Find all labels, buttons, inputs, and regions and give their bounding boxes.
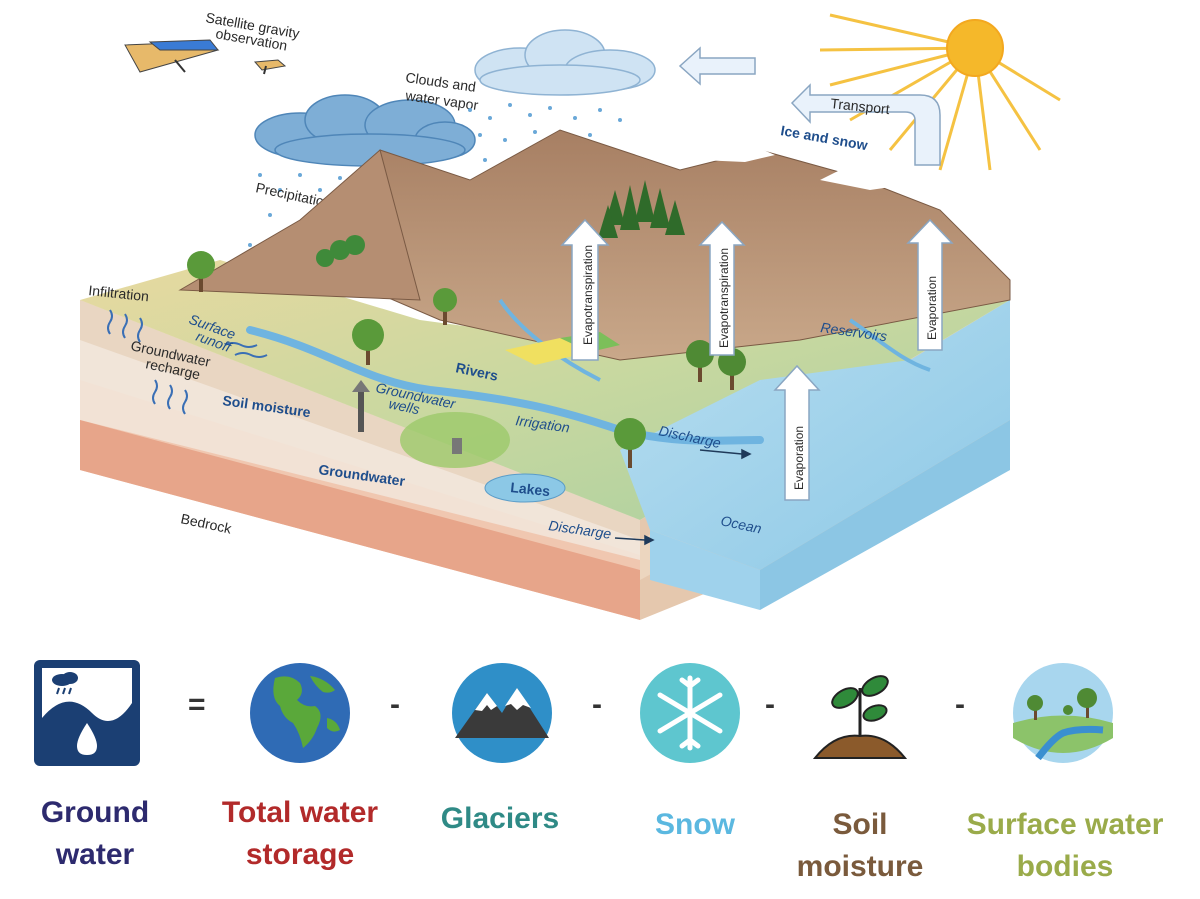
minus-sign-4: - xyxy=(955,688,965,721)
snowflake-icon xyxy=(640,663,740,763)
caption-groundwater-line-1: Ground xyxy=(40,796,150,829)
caption-surface-water-bodies: Surface water bodies xyxy=(955,804,1175,888)
discharge-arrows xyxy=(614,448,752,546)
label-lakes: Lakes xyxy=(510,479,551,499)
evapotranspiration-arrow-1 xyxy=(560,218,610,361)
caption-glaciers-line-1: Glaciers xyxy=(440,802,560,835)
transport-arrow xyxy=(678,46,941,166)
caption-soil-line-2: moisture xyxy=(796,850,924,883)
minus-sign-3: - xyxy=(765,688,775,721)
tree-icons xyxy=(187,180,746,468)
evaporation-arrow-2 xyxy=(906,218,954,351)
label-transport: Transport xyxy=(830,95,891,117)
label-evapotranspiration-1: Evapotranspiration xyxy=(581,245,595,345)
globe-icon xyxy=(250,663,350,763)
caption-snow: Snow xyxy=(625,804,765,846)
minus-sign-2: - xyxy=(592,688,602,721)
caption-swb-line-2: bodies xyxy=(1016,850,1114,883)
caption-tws-line-1: Total water xyxy=(221,796,379,829)
label-ice-snow: Ice and snow xyxy=(779,122,868,153)
seedling-icon xyxy=(812,675,908,759)
groundwater-icon xyxy=(34,660,140,766)
caption-groundwater: Ground water xyxy=(20,792,170,876)
caption-snow-line-1: Snow xyxy=(655,808,735,841)
water-cycle-diagram: Satellite gravity observation Transport xyxy=(80,9,1061,620)
label-infiltration: Infiltration xyxy=(88,282,150,304)
mountain-snow-icon xyxy=(452,663,552,763)
caption-tws-line-2: storage xyxy=(245,838,355,871)
land-surface xyxy=(80,129,1011,570)
caption-swb-line-1: Surface water xyxy=(966,808,1164,841)
landscape-icon xyxy=(1013,663,1113,763)
label-bedrock: Bedrock xyxy=(179,510,234,537)
evaporation-arrow-1 xyxy=(773,364,821,501)
equals-sign: = xyxy=(188,688,206,721)
satellite-icon xyxy=(124,39,287,75)
caption-groundwater-line-2: water xyxy=(55,838,135,871)
minus-sign-1: - xyxy=(390,688,400,721)
caption-soil-line-1: Soil xyxy=(832,808,888,841)
caption-total-water-storage: Total water storage xyxy=(195,792,405,876)
label-gw-wells-2: wells xyxy=(387,395,421,417)
cloud-icon xyxy=(254,29,656,167)
caption-soil-moisture: Soil moisture xyxy=(785,804,935,888)
label-evapotranspiration-2: Evapotranspiration xyxy=(717,248,731,348)
label-evaporation-1: Evaporation xyxy=(792,426,806,490)
sun-icon xyxy=(819,13,1061,171)
evapotranspiration-arrow-2 xyxy=(698,220,746,356)
well-icon xyxy=(352,380,462,454)
equation-row: = - - - - xyxy=(0,650,1200,770)
label-irrigation: Irrigation xyxy=(515,412,571,435)
label-evaporation-2: Evaporation xyxy=(925,276,939,340)
infiltration-marks xyxy=(107,309,268,415)
caption-glaciers: Glaciers xyxy=(420,798,580,840)
